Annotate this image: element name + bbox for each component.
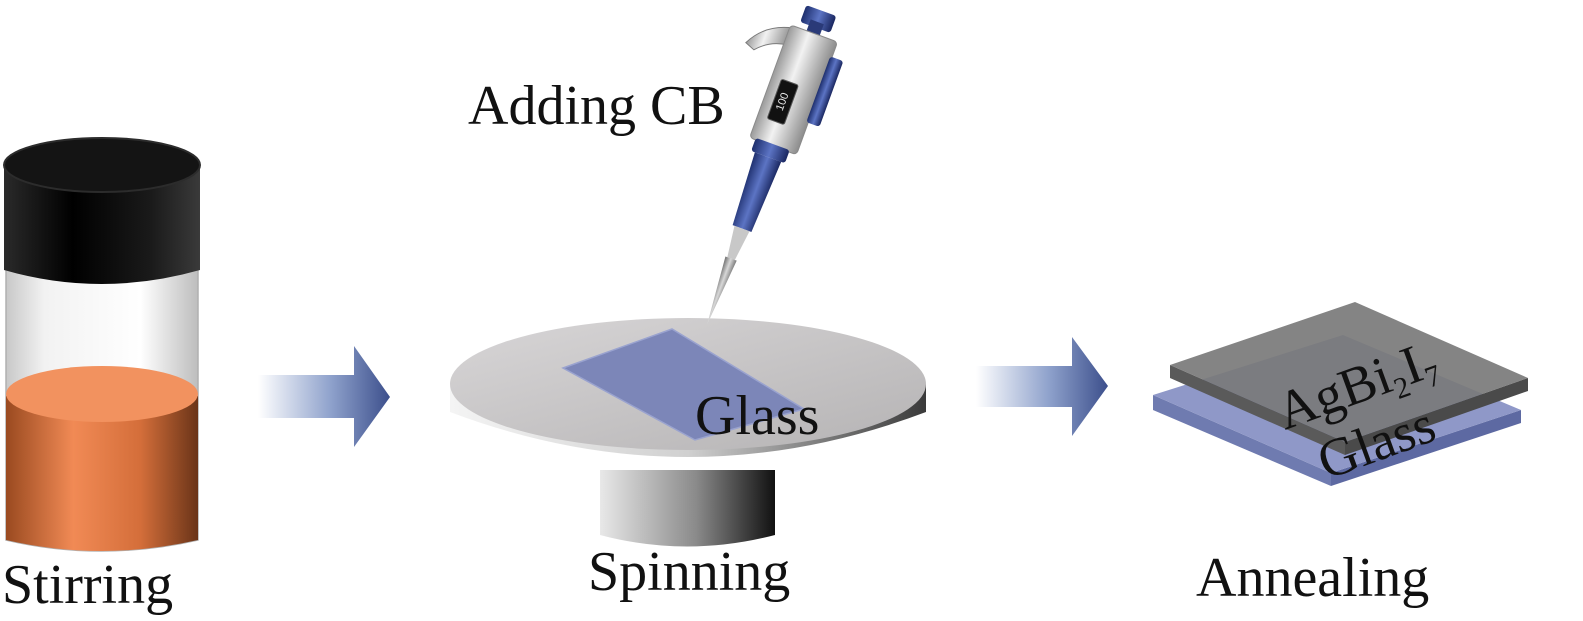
film-layer <box>1170 302 1528 442</box>
pipette-tip <box>707 256 737 325</box>
pipette-shaft <box>732 152 782 232</box>
vial-cap-top <box>3 137 201 193</box>
film-layer-side <box>1170 365 1345 455</box>
pipette-ejector <box>807 57 843 127</box>
vial <box>3 137 201 552</box>
pipette-finger-hook <box>745 26 795 51</box>
film-layer-side-right <box>1345 378 1528 455</box>
pipette-display <box>767 79 799 125</box>
vial-cap <box>4 165 200 284</box>
spin-coater <box>450 318 926 547</box>
spinning-label: Spinning <box>588 541 790 603</box>
adding-cb-label: Adding CB <box>468 75 725 137</box>
arrow-2 <box>976 337 1108 436</box>
arrow-1 <box>258 346 390 447</box>
annealed-stack <box>1153 302 1528 486</box>
vial-liquid-surface <box>6 366 198 422</box>
vial-liquid <box>6 396 198 551</box>
pipette-plunger <box>801 5 836 33</box>
glass-substrate-label: Glass <box>695 385 819 447</box>
glass-layer-side-right <box>1331 410 1521 486</box>
pipette-volume-readout: 100 <box>774 91 792 112</box>
annealing-label: Annealing <box>1196 547 1429 609</box>
glass-substrate <box>561 328 806 441</box>
stirring-label: Stirring <box>2 554 173 616</box>
glass-layer-side <box>1153 395 1331 486</box>
pipette: 100 <box>707 5 843 325</box>
spin-shaft <box>600 470 775 547</box>
